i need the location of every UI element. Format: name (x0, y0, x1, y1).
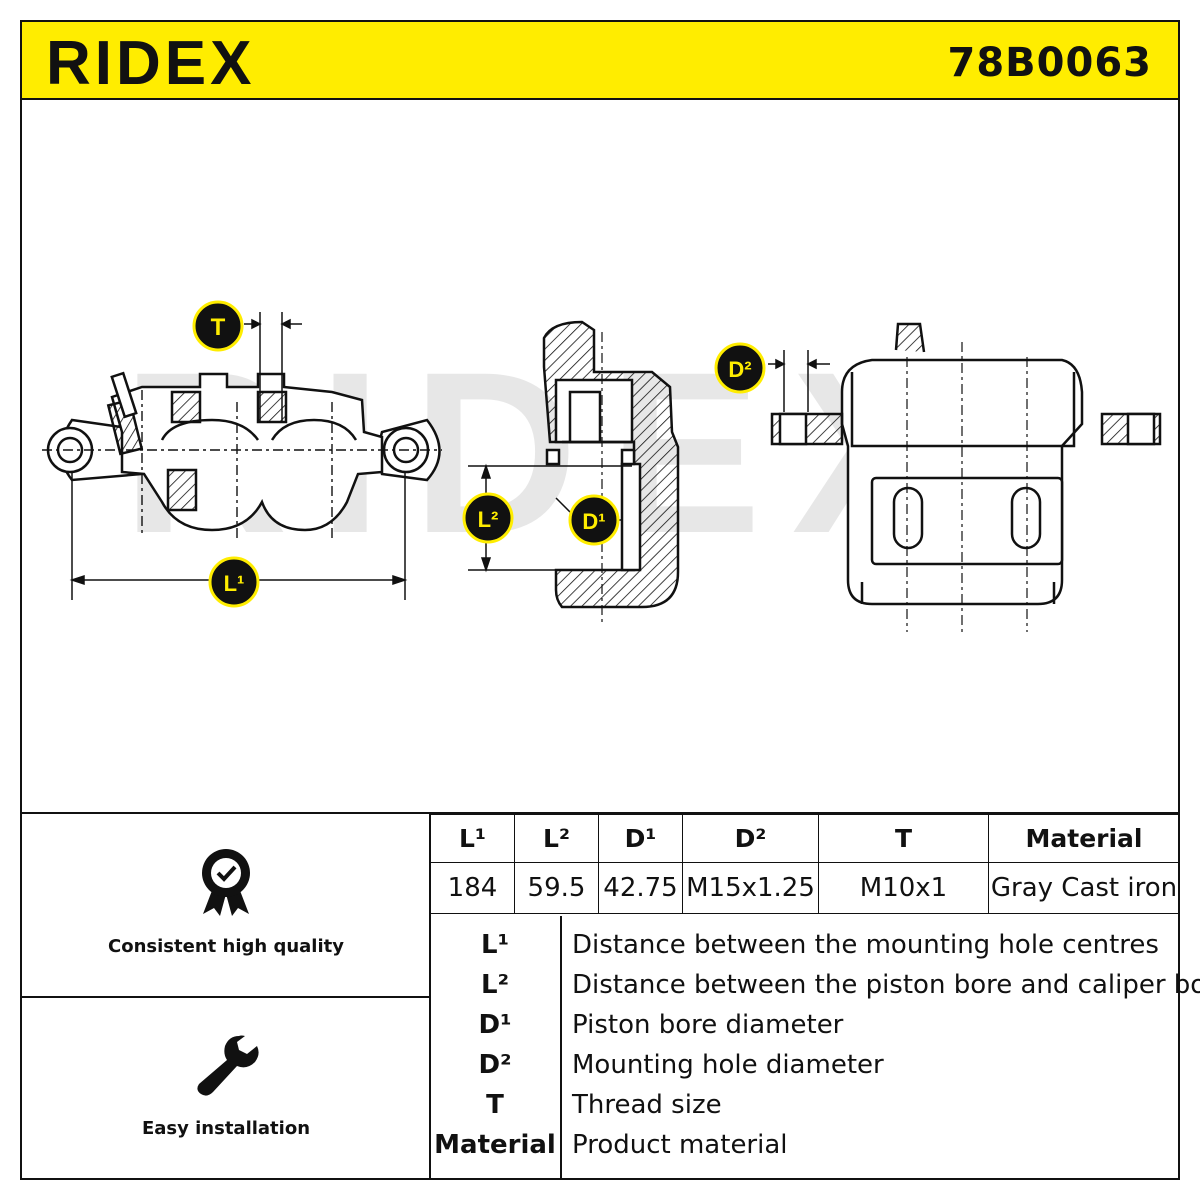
part-number: 78B0063 (947, 40, 1152, 86)
header-bar: RIDEX 78B0063 (20, 20, 1180, 100)
features-divider (429, 812, 431, 1180)
legend-row: Material Product material (430, 1126, 1178, 1166)
dimension-d2 (768, 350, 830, 412)
legend-desc: Thread size (572, 1090, 722, 1120)
caliper-front-view (42, 371, 442, 542)
spec-value: 184 (430, 862, 515, 914)
legend-divider (560, 916, 562, 1178)
callout-l2: L² (462, 492, 514, 544)
legend-row: L¹ Distance between the mounting hole ce… (430, 926, 1178, 966)
callout-d1: D¹ (568, 494, 620, 546)
caliper-section-view (542, 320, 680, 622)
callout-t: T (192, 300, 244, 352)
spec-header: T (818, 813, 989, 864)
spec-table: L¹ L² D¹ D² T Material 184 59.5 42.75 M1… (430, 813, 1180, 914)
legend-desc: Mounting hole diameter (572, 1050, 884, 1080)
feature-label: Easy installation (141, 1118, 311, 1139)
wrench-icon (197, 1035, 259, 1096)
spec-value: M15x1.25 (682, 862, 819, 914)
feature-row-divider (20, 996, 430, 998)
svg-text:RIDEX: RIDEX (46, 29, 255, 94)
feature-label: Consistent high quality (108, 936, 344, 957)
dimension-l2-d1 (468, 463, 632, 573)
legend-key: D² (478, 1050, 512, 1080)
legend: L¹ Distance between the mounting hole ce… (430, 916, 1200, 1178)
legend-desc: Distance between the piston bore and cal… (572, 970, 1200, 1000)
legend-key: D¹ (478, 1010, 512, 1040)
spec-header-row: L¹ L² D¹ D² T Material (430, 813, 1180, 864)
dimension-t (244, 312, 302, 422)
caliper-top-view (770, 322, 1162, 632)
svg-text:T: T (211, 314, 226, 341)
spec-header: L¹ (430, 813, 515, 864)
svg-text:L²: L² (478, 507, 499, 532)
legend-desc: Distance between the mounting hole centr… (572, 930, 1159, 960)
spec-header: D² (682, 813, 819, 864)
svg-text:D¹: D¹ (582, 509, 605, 534)
caliper-drawing: RIDEX (42, 300, 1162, 632)
spec-value: 42.75 (598, 862, 683, 914)
outer-frame (20, 20, 1180, 1180)
drawing-bottom-divider (20, 812, 1180, 814)
callout-l1: L¹ (208, 556, 260, 608)
spec-value: M10x1 (818, 862, 989, 914)
legend-row: D² Mounting hole diameter (430, 1046, 1178, 1086)
callout-d2: D² (714, 342, 766, 394)
legend-desc: Product material (572, 1130, 788, 1160)
legend-key: Material (434, 1130, 556, 1160)
legend-key: L¹ (481, 930, 509, 960)
legend-row: D¹ Piston bore diameter (430, 1006, 1178, 1046)
legend-row: T Thread size (430, 1086, 1178, 1126)
legend-desc: Piston bore diameter (572, 1010, 844, 1040)
svg-text:D²: D² (728, 357, 751, 382)
legend-row: L² Distance between the piston bore and … (430, 966, 1200, 1006)
ridex-logo: RIDEX (46, 29, 255, 94)
legend-key: L² (481, 970, 509, 1000)
svg-text:L¹: L¹ (224, 571, 245, 596)
spec-value-row: 184 59.5 42.75 M15x1.25 M10x1 Gray Cast … (430, 862, 1180, 914)
quality-badge-icon (202, 849, 250, 916)
feature-quality: Consistent high quality (22, 848, 430, 957)
technical-drawing: RIDEX (22, 102, 1178, 812)
spec-header: Material (988, 813, 1180, 864)
spec-value: 59.5 (514, 862, 599, 914)
feature-installation: Easy installation (22, 1032, 430, 1139)
spec-header: L² (514, 813, 599, 864)
spec-header: D¹ (598, 813, 683, 864)
legend-key: T (486, 1090, 504, 1120)
spec-value: Gray Cast iron (988, 862, 1180, 914)
